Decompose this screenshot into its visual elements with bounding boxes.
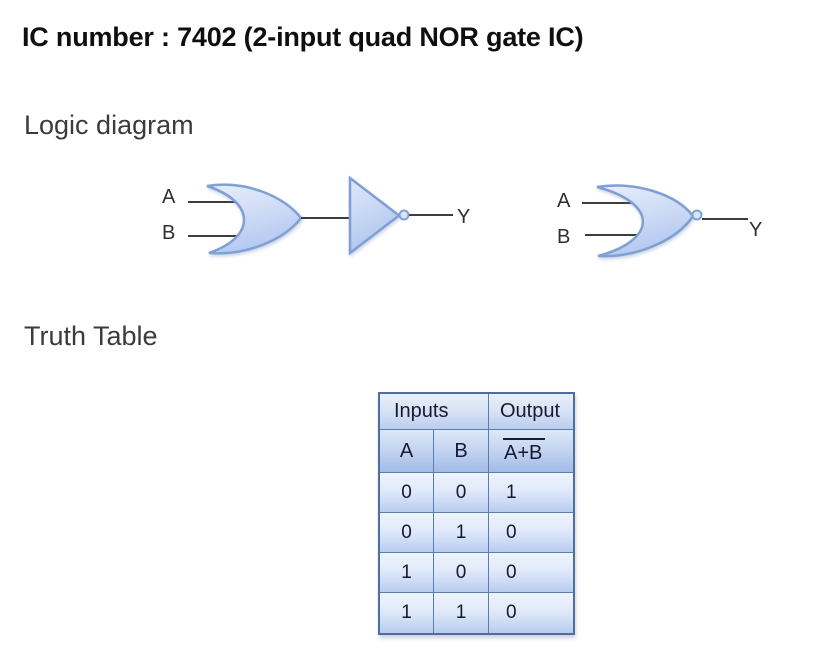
gate2-output-label-y: Y bbox=[749, 219, 763, 241]
logic-diagram-canvas bbox=[188, 175, 748, 258]
table-cell-r2-b: 1 bbox=[434, 513, 489, 553]
logic-diagram-heading: Logic diagram bbox=[24, 110, 194, 140]
table-header-output: Output bbox=[489, 394, 573, 430]
overline-a-plus-b: A+B bbox=[503, 438, 546, 464]
inverter-bubble bbox=[398, 209, 410, 221]
nor-gate-shape bbox=[596, 184, 695, 258]
page-title: IC number : 7402 (2-input quad NOR gate … bbox=[22, 22, 584, 52]
or-gate-shape bbox=[206, 183, 303, 255]
gate1-input-label-b: B bbox=[162, 222, 176, 244]
table-cell-r3-a: 1 bbox=[380, 553, 434, 593]
nor-gate-drawing bbox=[582, 184, 748, 258]
table-cell-r4-out: 0 bbox=[489, 593, 573, 633]
table-cell-r1-b: 0 bbox=[434, 473, 489, 513]
inverter-triangle-shape bbox=[348, 175, 402, 256]
table-column-header-b: B bbox=[434, 430, 489, 473]
table-cell-r3-out: 0 bbox=[489, 553, 573, 593]
gate1-output-label-y: Y bbox=[457, 206, 471, 228]
gate2-input-label-a: A bbox=[557, 190, 571, 212]
table-column-header-a: A bbox=[380, 430, 434, 473]
truth-table: Inputs Output A B A+B 0 0 1 0 1 0 1 0 0 … bbox=[378, 392, 575, 635]
gate2-input-label-b: B bbox=[557, 226, 571, 248]
table-cell-r2-a: 0 bbox=[380, 513, 434, 553]
table-cell-r4-a: 1 bbox=[380, 593, 434, 633]
table-cell-r1-out: 1 bbox=[489, 473, 573, 513]
gate1-input-label-a: A bbox=[162, 186, 176, 208]
table-cell-r3-b: 0 bbox=[434, 553, 489, 593]
nor-bubble bbox=[691, 209, 703, 221]
table-cell-r2-out: 0 bbox=[489, 513, 573, 553]
table-header-inputs: Inputs bbox=[380, 394, 489, 430]
or-gate-with-inverter-drawing bbox=[188, 175, 453, 256]
table-cell-r4-b: 1 bbox=[434, 593, 489, 633]
table-column-header-a-plus-b: A+B bbox=[489, 430, 573, 473]
table-cell-r1-a: 0 bbox=[380, 473, 434, 513]
truth-table-heading: Truth Table bbox=[24, 321, 158, 351]
